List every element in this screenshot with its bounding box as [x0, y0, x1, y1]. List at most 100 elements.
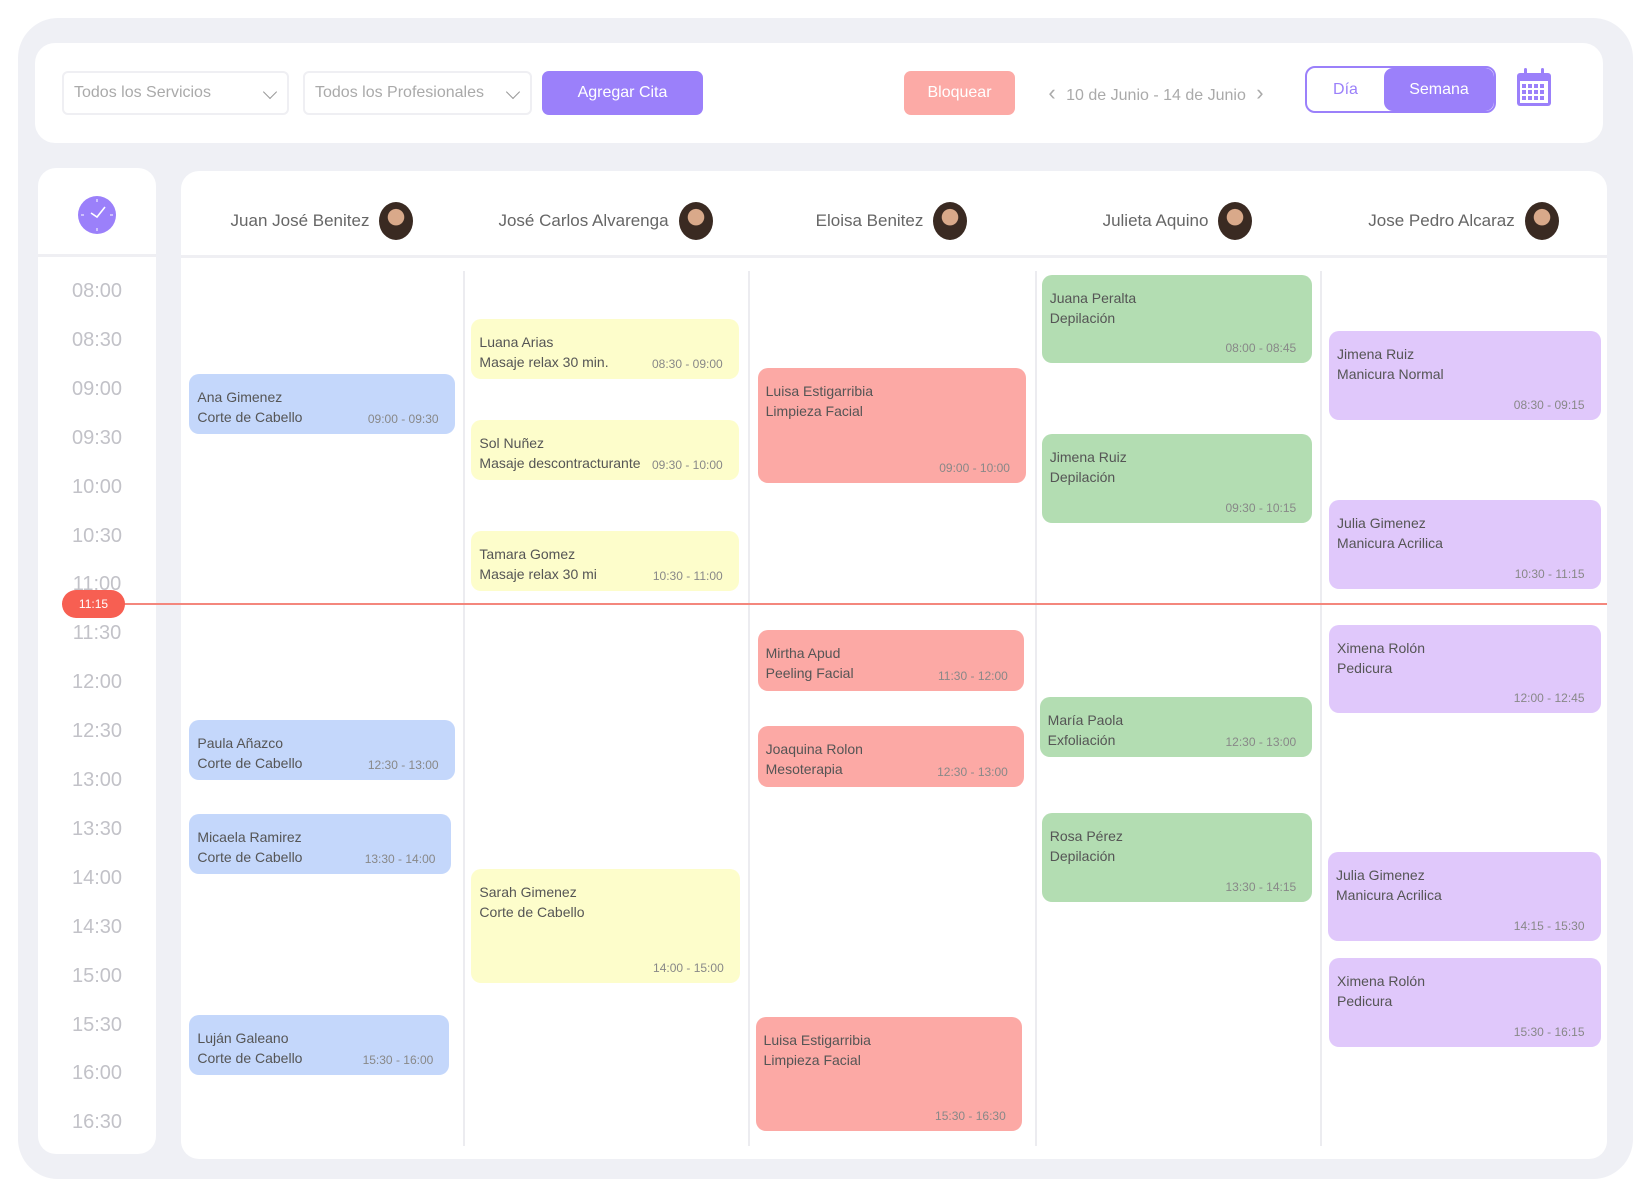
avatar	[1524, 202, 1559, 240]
appointment-service: Limpieza Facial	[763, 1051, 861, 1068]
column-divider	[748, 271, 750, 1146]
appointment-service: Corte de Cabello	[197, 408, 303, 425]
add-appointment-button[interactable]: Agregar Cita	[542, 71, 703, 115]
appointment-client: Ximena Rolón	[1337, 972, 1425, 989]
chevron-down-icon	[505, 84, 521, 100]
chevron-right-icon[interactable]: ›	[1256, 80, 1264, 105]
time-label: 09:30	[71, 426, 123, 449]
current-time-badge: 11:15	[62, 590, 125, 618]
time-label: 09:00	[71, 377, 123, 400]
appointment-time: 14:15 - 15:30	[1513, 918, 1585, 933]
appointment-time: 09:30 - 10:00	[651, 457, 723, 472]
appointment-client: Micaela Ramirez	[197, 829, 302, 846]
appointment-time: 12:30 - 13:00	[367, 757, 439, 772]
appointment-time: 08:00 - 08:45	[1225, 341, 1297, 356]
sidebar-separator	[38, 254, 156, 257]
time-label: 16:30	[71, 1111, 123, 1134]
appointment-service: Corte de Cabello	[197, 849, 303, 866]
date-range: 10 de Junio - 14 de Junio	[1066, 87, 1246, 104]
appointment-client: Joaquina Rolon	[765, 741, 863, 758]
time-label: 11:00	[72, 573, 122, 596]
avatar	[678, 202, 713, 240]
appointment-client: Jimena Ruiz	[1337, 346, 1415, 363]
appointment-time: 14:00 - 15:00	[653, 960, 724, 975]
appointment-time: 08:30 - 09:00	[651, 356, 723, 371]
chevron-down-icon	[262, 84, 278, 100]
view-week-button[interactable]: Semana	[1384, 68, 1494, 111]
column-header: Eloisa Benitez	[748, 201, 1035, 241]
appointment-time: 10:30 - 11:15	[1514, 567, 1585, 582]
appointment-client: Julia Gimenez	[1336, 867, 1425, 884]
column-header: Juan José Benitez	[181, 201, 463, 241]
appointment-client: Tamara Gomez	[479, 546, 576, 563]
professional-name: Jose Pedro Alcaraz	[1368, 211, 1515, 230]
time-label: 12:00	[71, 671, 123, 694]
appointment-service: Manicura Acrilica	[1337, 534, 1443, 551]
column-header: Julieta Aquino	[1035, 201, 1320, 241]
appointment-service: Depilación	[1049, 309, 1116, 326]
block-button[interactable]: Bloquear	[904, 71, 1015, 115]
appointment-service: Depilación	[1049, 848, 1116, 865]
time-label: 11:30	[72, 622, 122, 645]
appointment-service: Corte de Cabello	[479, 904, 585, 921]
appointment-service: Exfoliación	[1047, 731, 1116, 748]
appointment-service: Masaje relax 30 mi	[479, 566, 597, 583]
appointment-service: Pedicura	[1337, 992, 1393, 1009]
time-label: 15:00	[71, 964, 123, 987]
appointment-time: 13:30 - 14:15	[1225, 879, 1297, 894]
appointment-client: Paula Añazco	[197, 734, 284, 751]
appointment-client: Jimena Ruiz	[1049, 448, 1127, 465]
appointment-client: Juana Peralta	[1049, 289, 1137, 306]
column-divider	[1035, 271, 1037, 1146]
professional-name: Eloisa Benitez	[815, 211, 924, 230]
appointment-service: Corte de Cabello	[197, 754, 303, 771]
appointment-client: Luján Galeano	[197, 1030, 289, 1047]
appointment-time: 09:00 - 09:30	[367, 411, 439, 426]
appointment-service: Peeling Facial	[765, 665, 854, 682]
appointment-client: Luisa Estigarribia	[763, 1031, 871, 1048]
appointment-time: 12:00 - 12:45	[1513, 691, 1585, 706]
view-day-button[interactable]: Día	[1333, 81, 1358, 98]
calendar-icon[interactable]	[1516, 67, 1552, 107]
services-select[interactable]: Todos los Servicios	[62, 71, 289, 115]
appointment-time: 11:30 - 12:00	[938, 669, 1008, 684]
toolbar: Todos los Servicios Todos los Profesiona…	[35, 43, 1603, 143]
column-divider	[463, 271, 465, 1146]
appointment-client: Luisa Estigarribia	[765, 383, 874, 400]
column-header: Jose Pedro Alcaraz	[1320, 201, 1607, 241]
chevron-left-icon[interactable]: ‹	[1048, 80, 1056, 105]
appointment-service: Mesoterapia	[765, 761, 843, 778]
time-label: 08:30	[71, 328, 123, 351]
header-separator	[181, 255, 1607, 258]
time-label: 10:00	[71, 475, 123, 498]
professionals-select[interactable]: Todos los Profesionales	[303, 71, 532, 115]
column-header: José Carlos Alvarenga	[463, 201, 748, 241]
time-label: 12:30	[71, 720, 123, 743]
appointment-service: Corte de Cabello	[197, 1050, 303, 1067]
appointment-service: Manicura Normal	[1337, 366, 1444, 383]
appointment-client: Ana Gimenez	[197, 388, 283, 405]
appointment-service: Masaje relax 30 min.	[479, 353, 609, 370]
professional-name: José Carlos Alvarenga	[498, 211, 669, 230]
